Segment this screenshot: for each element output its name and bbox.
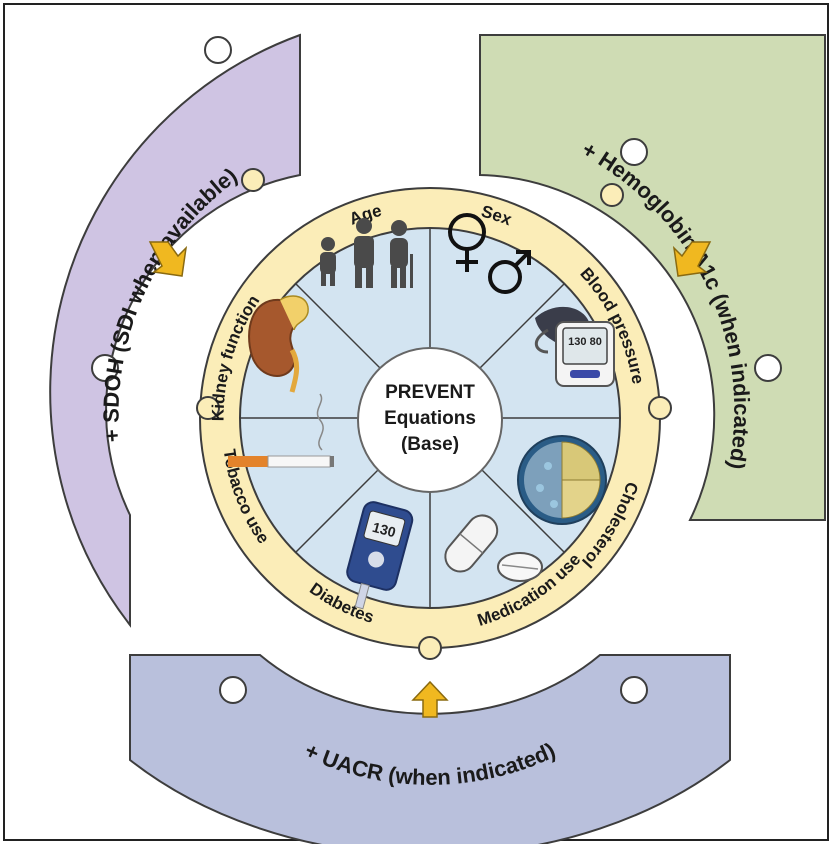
hba1c-arrow-icon — [672, 241, 712, 277]
gender-symbols-icon — [448, 213, 531, 294]
glucometer-icon: 130 — [346, 501, 414, 610]
family-icon — [320, 218, 413, 288]
uacr-arrow-icon — [411, 680, 449, 718]
center-circle — [357, 347, 503, 493]
pills-icon — [444, 514, 543, 582]
puzzle-tabs — [91, 36, 782, 704]
center-line-1: PREVENT — [385, 382, 475, 403]
bp-reading: 130 80 — [568, 336, 602, 348]
blood-pressure-monitor-icon: 130 80 — [534, 306, 615, 387]
center-line-2: Equations — [384, 408, 476, 429]
glucose-reading: 130 — [371, 519, 398, 541]
sdoh-arrow-icon — [148, 241, 188, 277]
kidney-icon — [248, 295, 309, 393]
cigarette-icon — [228, 393, 334, 468]
lipoprotein-icon — [517, 435, 607, 525]
ring-tabs — [196, 168, 672, 660]
hba1c-band — [479, 34, 826, 521]
center-line-3: (Base) — [401, 434, 459, 455]
uacr-band — [129, 654, 731, 849]
